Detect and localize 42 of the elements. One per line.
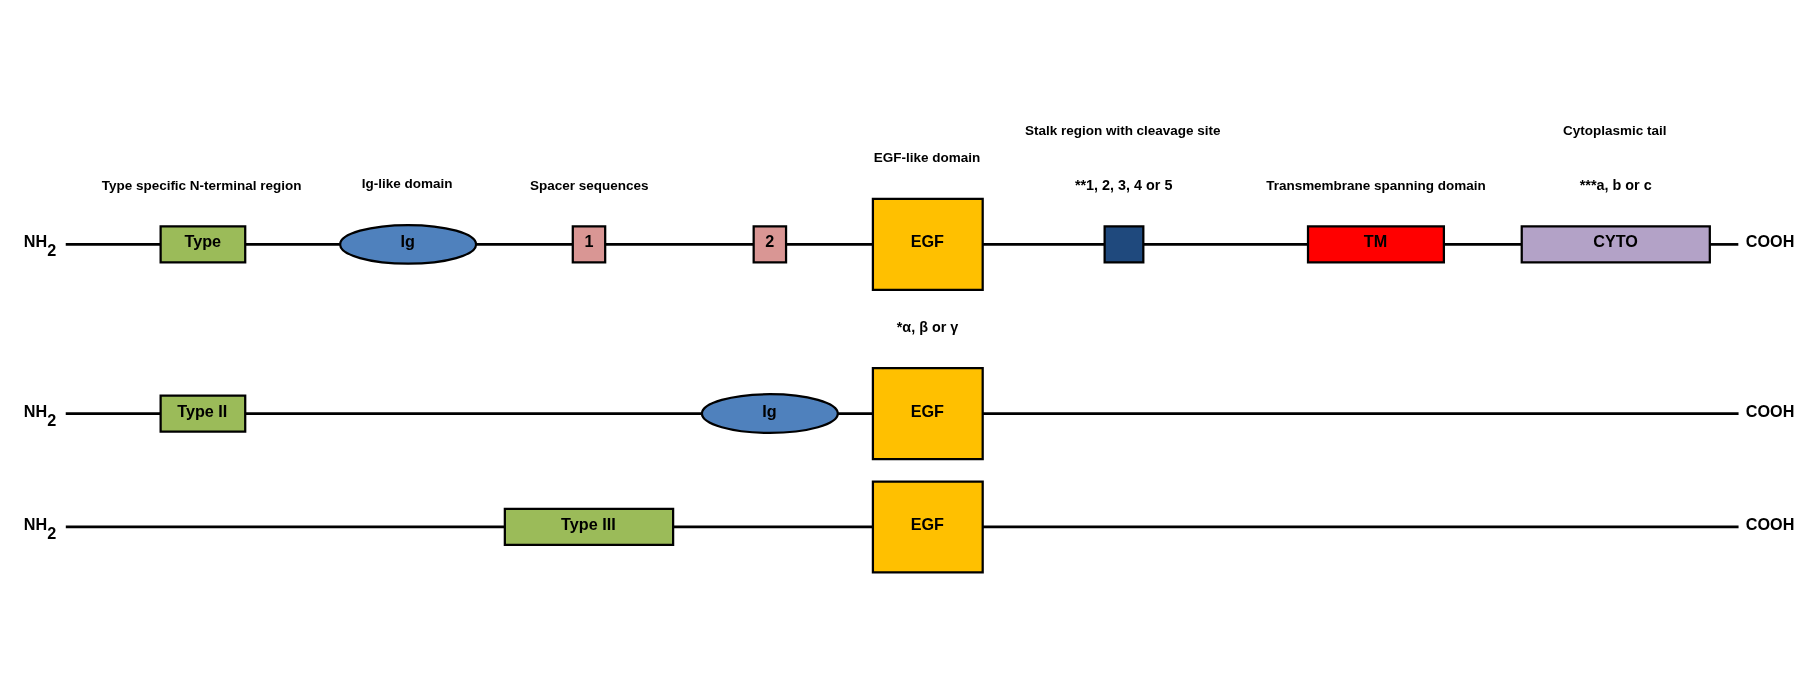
node-ellipse: Ig [339,223,478,265]
label: Cytoplasmic tail [1563,123,1667,139]
node-box: TM [1306,225,1445,264]
connector [673,525,873,529]
node-ellipse: Ig [700,393,839,435]
connector [476,243,573,246]
connector [982,525,1739,529]
node-text: COOH [1745,401,1795,420]
label: Ig-like domain [361,176,453,192]
node-text: COOH [1745,515,1795,534]
connector [65,243,161,246]
node-box: Type [159,225,247,264]
label: Type specific N-terminal region [101,177,302,193]
connector [786,243,873,246]
label: Stalk region with cleavage site [1024,123,1221,139]
connector [1710,243,1739,246]
connector [65,525,505,529]
node-label: *α, β or γ [896,318,959,335]
node-box: EGF [871,367,984,461]
node-box: 1 [571,225,607,264]
label: Transmembrane spanning domain [1266,177,1486,193]
connector [1143,243,1308,246]
connector [65,412,161,415]
node-box: Type III [503,507,675,547]
node-box: CYTO [1520,225,1711,264]
node-box: EGF [871,197,984,291]
node-box: EGF [871,480,984,574]
connector [605,243,754,246]
node-box: 2 [752,225,788,264]
label: EGF-like domain [873,150,981,166]
node-box: Type II [159,394,247,433]
label: Spacer sequences [530,177,649,193]
node-label: ***a, b or c [1579,177,1652,194]
connector [1444,243,1522,246]
connector [837,412,873,415]
connector [982,412,1739,415]
connector [245,412,702,415]
connector [982,243,1105,246]
node-box [1103,225,1145,264]
node-text: COOH [1745,232,1795,251]
connector [245,243,340,246]
node-label: **1, 2, 3, 4 or 5 [1074,177,1173,194]
